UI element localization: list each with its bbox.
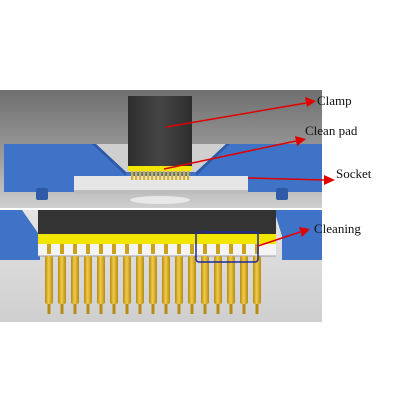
socket-foot-left bbox=[36, 188, 48, 200]
closeup-socket-right bbox=[274, 210, 322, 260]
socket-floor bbox=[74, 176, 248, 192]
red-arrow-icon bbox=[163, 136, 306, 170]
closeup-socket-left bbox=[0, 210, 40, 260]
label-cleaning: Cleaning bbox=[314, 221, 361, 236]
closeup-pin bbox=[136, 244, 144, 314]
overview-pin bbox=[135, 171, 138, 180]
red-arrow-icon bbox=[257, 227, 310, 247]
socket-floor-highlight bbox=[130, 196, 190, 204]
socket-funnel-shade-left bbox=[92, 144, 126, 176]
closeup-pin bbox=[149, 244, 157, 314]
label-clean-pad: Clean pad bbox=[305, 123, 358, 138]
closeup-pin bbox=[84, 244, 92, 314]
overview-pin bbox=[147, 171, 150, 180]
closeup-pin bbox=[110, 244, 118, 314]
overview-pin bbox=[139, 171, 142, 180]
socket-funnel-shade-right bbox=[196, 144, 230, 176]
red-arrow-icon bbox=[165, 97, 316, 128]
socket-foot-right bbox=[276, 188, 288, 200]
closeup-pin bbox=[201, 244, 209, 314]
overview-panel bbox=[0, 90, 322, 208]
overview-pin bbox=[183, 171, 186, 180]
label-socket: Socket bbox=[336, 166, 372, 181]
closeup-pin bbox=[45, 244, 53, 314]
overview-pin bbox=[171, 171, 174, 180]
overview-pin bbox=[175, 171, 178, 180]
overview-pin bbox=[179, 171, 182, 180]
closeup-pin bbox=[227, 244, 235, 314]
red-arrow-icon bbox=[247, 175, 335, 185]
closeup-pin bbox=[214, 244, 222, 314]
closeup-pin bbox=[175, 244, 183, 314]
closeup-pin bbox=[123, 244, 131, 314]
overview-pin bbox=[187, 171, 190, 180]
overview-pin bbox=[163, 171, 166, 180]
overview-pin bbox=[143, 171, 146, 180]
closeup-clean-pad bbox=[38, 234, 276, 244]
clamp-block bbox=[128, 96, 192, 166]
cleaning-highlight-box bbox=[195, 231, 259, 263]
overview-pin bbox=[151, 171, 154, 180]
closeup-pin bbox=[97, 244, 105, 314]
socket-floor-edge bbox=[74, 190, 248, 194]
closeup-pin bbox=[240, 244, 248, 314]
label-clamp: Clamp bbox=[317, 93, 352, 108]
overview-pin bbox=[131, 171, 134, 180]
overview-pins bbox=[131, 171, 190, 180]
closeup-pin bbox=[58, 244, 66, 314]
closeup-pin bbox=[253, 244, 261, 314]
closeup-pin bbox=[71, 244, 79, 314]
clean-pad bbox=[128, 166, 192, 171]
closeup-pins bbox=[45, 244, 261, 314]
overview-pin bbox=[159, 171, 162, 180]
closeup-pin bbox=[188, 244, 196, 314]
closeup-pin bbox=[162, 244, 170, 314]
closeup-panel bbox=[0, 210, 322, 322]
overview-pin bbox=[155, 171, 158, 180]
overview-pin bbox=[167, 171, 170, 180]
annotation-arrows bbox=[163, 97, 335, 247]
closeup-clamp bbox=[38, 210, 276, 234]
